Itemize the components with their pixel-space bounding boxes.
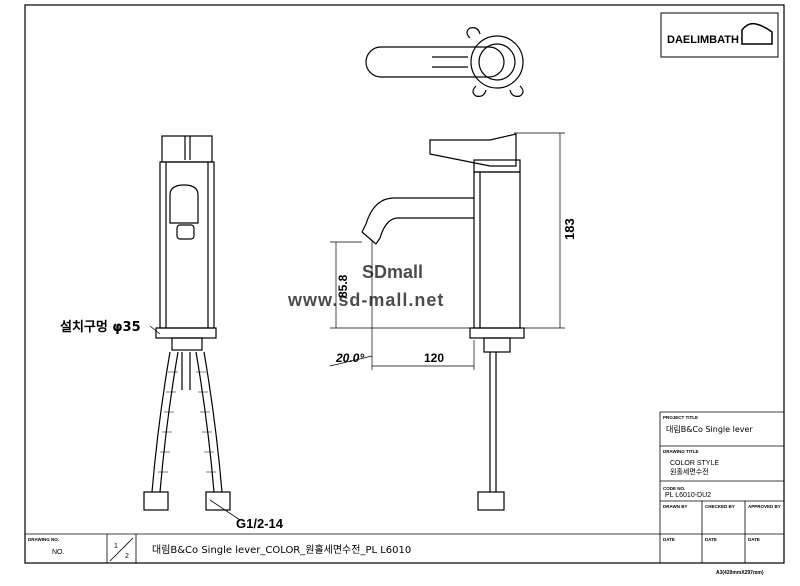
drawn-by-label: DRAWN BY xyxy=(663,504,688,509)
drawing-title-line-1: COLOR STYLE xyxy=(670,460,719,467)
sheet-border xyxy=(24,4,785,564)
date-label-approved: DATE xyxy=(748,537,760,542)
side-view: 183 85.8 20.0° 120 xyxy=(329,132,577,511)
code-no-label: CODE NO. xyxy=(663,486,685,491)
spout-height-dimension: 85.8 xyxy=(336,274,350,298)
drawing-description: 대림B&Co Single lever_COLOR_원홀세면수전_PL L601… xyxy=(152,543,411,556)
project-title-label: PROJECT TITLE xyxy=(663,415,698,420)
top-view xyxy=(365,27,524,97)
checked-by-label: CHECKED BY xyxy=(705,504,735,509)
drawing-title-label: DRAWING TITLE xyxy=(663,449,699,454)
drawing-title-line-2: 원홀세면수전 xyxy=(670,467,709,476)
thread-size-label: G1/2-14 xyxy=(236,516,284,531)
date-label-checked: DATE xyxy=(705,537,717,542)
logo-text: DAELIMBATH xyxy=(667,34,739,46)
front-view: 설치구멍 φ35 G1/2-14 xyxy=(60,135,284,531)
date-label-drawn: DATE xyxy=(663,537,675,542)
code-no: PL L6010-DU2 xyxy=(665,492,711,499)
spout-angle-dimension: 20.0° xyxy=(335,351,364,365)
no-label: NO. xyxy=(52,549,65,556)
watermark-line-2: www.sd-mall.net xyxy=(287,290,444,310)
brand-logo: DAELIMBATH xyxy=(660,12,779,58)
title-block: PROJECT TITLE 대림B&Co Single lever DRAWIN… xyxy=(659,411,784,563)
approved-by-label: APPROVED BY xyxy=(748,504,781,509)
watermark-line-1: SDmall xyxy=(362,262,423,282)
sheet-number: 1 xyxy=(114,543,118,550)
sheet-total: 2 xyxy=(125,553,129,560)
sheet-size-label: A3(420mmX297mm) xyxy=(716,570,764,576)
reach-dimension: 120 xyxy=(424,351,444,365)
bottom-strip: DRAWING NO. NO. 1 2 대림B&Co Single lever_… xyxy=(25,533,660,563)
drawing-no-label: DRAWING NO. xyxy=(28,537,59,542)
logo-bear-icon xyxy=(741,22,773,45)
hole-diameter-label: 설치구멍 φ35 xyxy=(60,319,141,335)
project-title: 대림B&Co Single lever xyxy=(666,424,753,434)
height-total-dimension: 183 xyxy=(562,218,577,240)
watermark: SDmall www.sd-mall.net xyxy=(287,262,444,310)
